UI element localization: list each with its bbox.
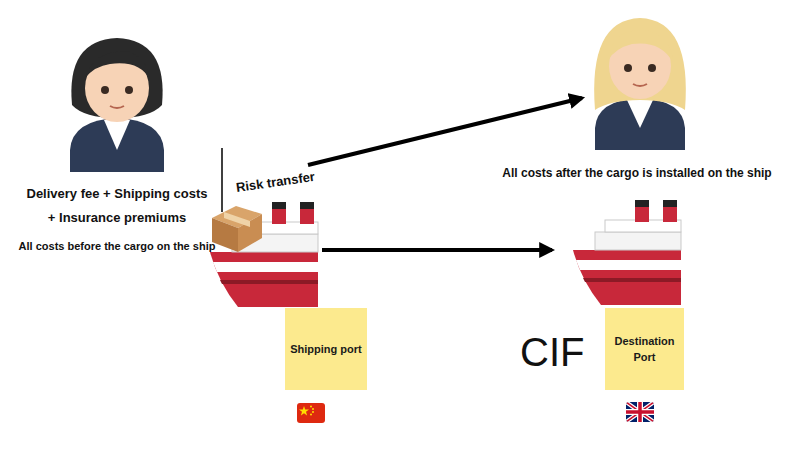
cost-note: All costs before the cargo on the ship — [19, 240, 216, 252]
cost-line: + Insurance premiums — [48, 210, 186, 225]
cost-note: All costs after the cargo is installed o… — [502, 166, 771, 180]
buyer-figure — [594, 18, 686, 150]
risk-label: Risk transfer — [235, 169, 316, 195]
risk-arrow — [308, 98, 582, 165]
seller-figure — [70, 38, 164, 172]
cost-line: Delivery fee + Shipping costs — [27, 186, 208, 201]
risk-point-line — [221, 148, 223, 212]
destination-ship — [573, 200, 681, 305]
china-flag — [297, 403, 325, 423]
uk-flag — [626, 402, 654, 422]
term-label: CIF — [520, 330, 584, 375]
origin-ship — [210, 202, 318, 307]
port-box: Destination Port — [605, 308, 684, 390]
port-name: Destination Port — [609, 333, 680, 366]
port-name: Shipping port — [290, 341, 361, 358]
port-box: Shipping port — [285, 308, 367, 390]
cargo-box — [212, 206, 262, 252]
shipping-arrow — [322, 248, 552, 252]
